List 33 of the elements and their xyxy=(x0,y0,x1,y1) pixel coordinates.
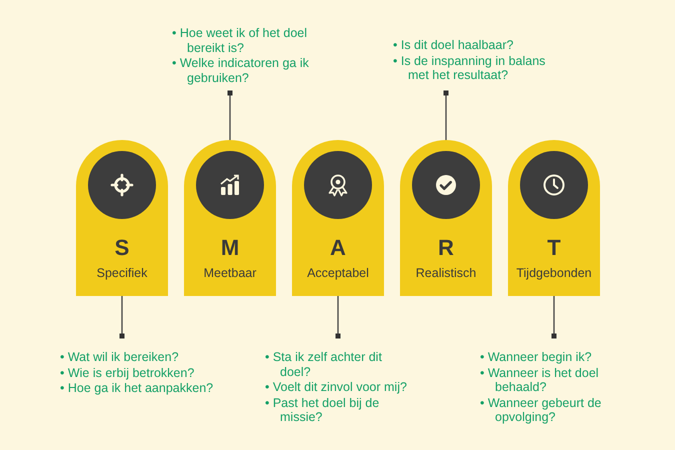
bullet-question: • Wanneer begin ik? xyxy=(480,350,593,364)
bullet-question: • Hoe ga ik het aanpakken? xyxy=(60,381,214,396)
bullet-question: • Wat wil ik bereiken? xyxy=(60,350,180,364)
step-card xyxy=(292,140,384,296)
step-label: Realistisch xyxy=(414,265,478,281)
connector-line xyxy=(228,90,232,140)
step-card xyxy=(508,140,600,296)
step-label: Specifiek xyxy=(96,265,148,281)
connector-line xyxy=(120,296,124,338)
bullet-question: • Sta ik zelf achter dit doel? xyxy=(265,350,383,379)
bullet-question: • Is de inspanning in balans met het resultaat? xyxy=(393,54,546,82)
step-label: Tijdgebonden xyxy=(515,265,593,281)
bullet-question: • Hoe weet ik of het doel bereikt is? xyxy=(172,26,308,55)
bullet-question: • Wie is erbij betrokken? xyxy=(60,366,196,380)
step-label: Meetbaar xyxy=(202,265,258,281)
connector-line xyxy=(336,296,340,338)
bullet-question: • Voelt dit zinvol voor mij? xyxy=(265,380,408,394)
acronym-letter: A xyxy=(329,235,347,261)
step-card xyxy=(76,140,168,296)
bullet-question: • Wanneer is het doel behaald? xyxy=(480,366,600,394)
step-card xyxy=(184,140,276,296)
connector-line xyxy=(552,296,556,338)
connector-line xyxy=(444,90,448,140)
bullet-question: • Welke indicatoren ga ik gebruiken? xyxy=(172,56,310,85)
bullet-question: • Past het doel bij de missie? xyxy=(265,396,380,424)
bullet-question: • Is dit doel haalbaar? xyxy=(393,38,514,52)
bullet-question: • Wanneer gebeurt de opvolging? xyxy=(480,396,602,424)
step-label: Acceptabel xyxy=(306,265,370,281)
acronym-letter: S xyxy=(114,235,130,261)
acronym-letter: T xyxy=(546,235,562,261)
acronym-letter: M xyxy=(220,235,240,261)
step-card xyxy=(400,140,492,296)
acronym-letter: R xyxy=(437,235,455,261)
